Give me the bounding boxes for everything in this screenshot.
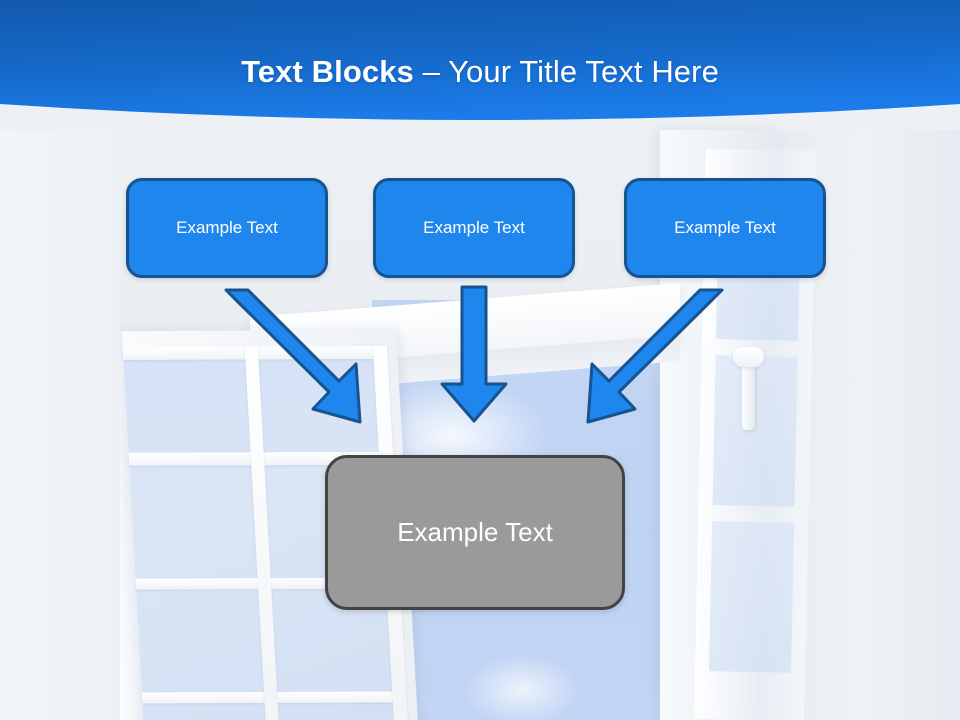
top-box-1[interactable]: Example Text	[126, 178, 328, 278]
left-wall-panel	[0, 130, 120, 720]
top-box-2[interactable]: Example Text	[373, 178, 575, 278]
page-title-separator: –	[413, 54, 449, 89]
top-box-3-label: Example Text	[674, 218, 776, 237]
header-band	[0, 0, 960, 132]
page-title-regular: Your Title Text Here	[448, 54, 719, 89]
top-box-3[interactable]: Example Text	[624, 178, 826, 278]
page-title: Text Blocks – Your Title Text Here	[0, 52, 960, 92]
window-pane	[709, 521, 795, 673]
top-box-1-label: Example Text	[176, 218, 278, 237]
top-box-2-label: Example Text	[423, 218, 525, 237]
window-handle	[733, 347, 764, 430]
page-title-bold: Text Blocks	[241, 54, 414, 89]
bottom-box[interactable]: Example Text	[325, 455, 625, 610]
window-pane	[712, 355, 798, 507]
bottom-box-label: Example Text	[397, 517, 553, 547]
